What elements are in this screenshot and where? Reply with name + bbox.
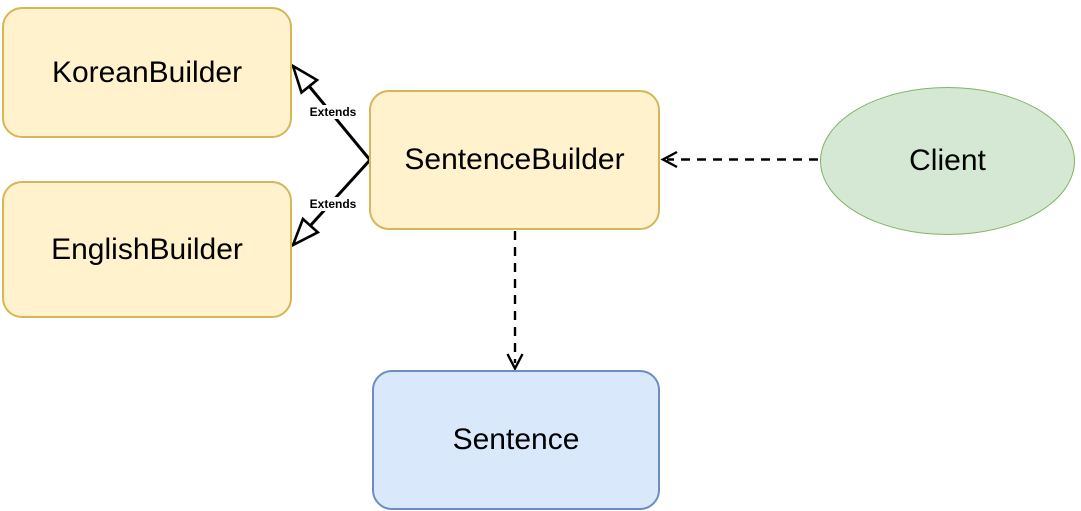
node-english-builder: EnglishBuilder [2,181,292,318]
node-client-label: Client [909,144,986,177]
node-sentence-builder-label: SentenceBuilder [404,143,625,176]
edge-label-extends-korean: Extends [307,105,359,119]
node-korean-builder-label: KoreanBuilder [51,55,243,89]
open-arrowhead-icon [506,353,524,372]
edge-extends-english-line [308,158,372,228]
edge-extends-korean-line [307,85,372,161]
hollow-triangle-arrowhead-icon [290,63,320,95]
edge-client-uses [660,150,818,169]
node-korean-builder: KoreanBuilder [2,7,292,138]
edge-builds-sentence [506,231,524,372]
node-client: Client [820,87,1075,235]
edge-label-extends-english: Extends [307,197,359,211]
edge-extends-korean [290,63,372,161]
node-sentence-builder: SentenceBuilder [369,90,660,230]
edge-extends-english [290,158,372,248]
node-sentence: Sentence [372,370,660,510]
node-sentence-label: Sentence [452,423,580,456]
hollow-triangle-arrowhead-icon [290,216,321,248]
open-arrowhead-icon [660,150,678,169]
node-english-builder-label: EnglishBuilder [51,232,243,266]
